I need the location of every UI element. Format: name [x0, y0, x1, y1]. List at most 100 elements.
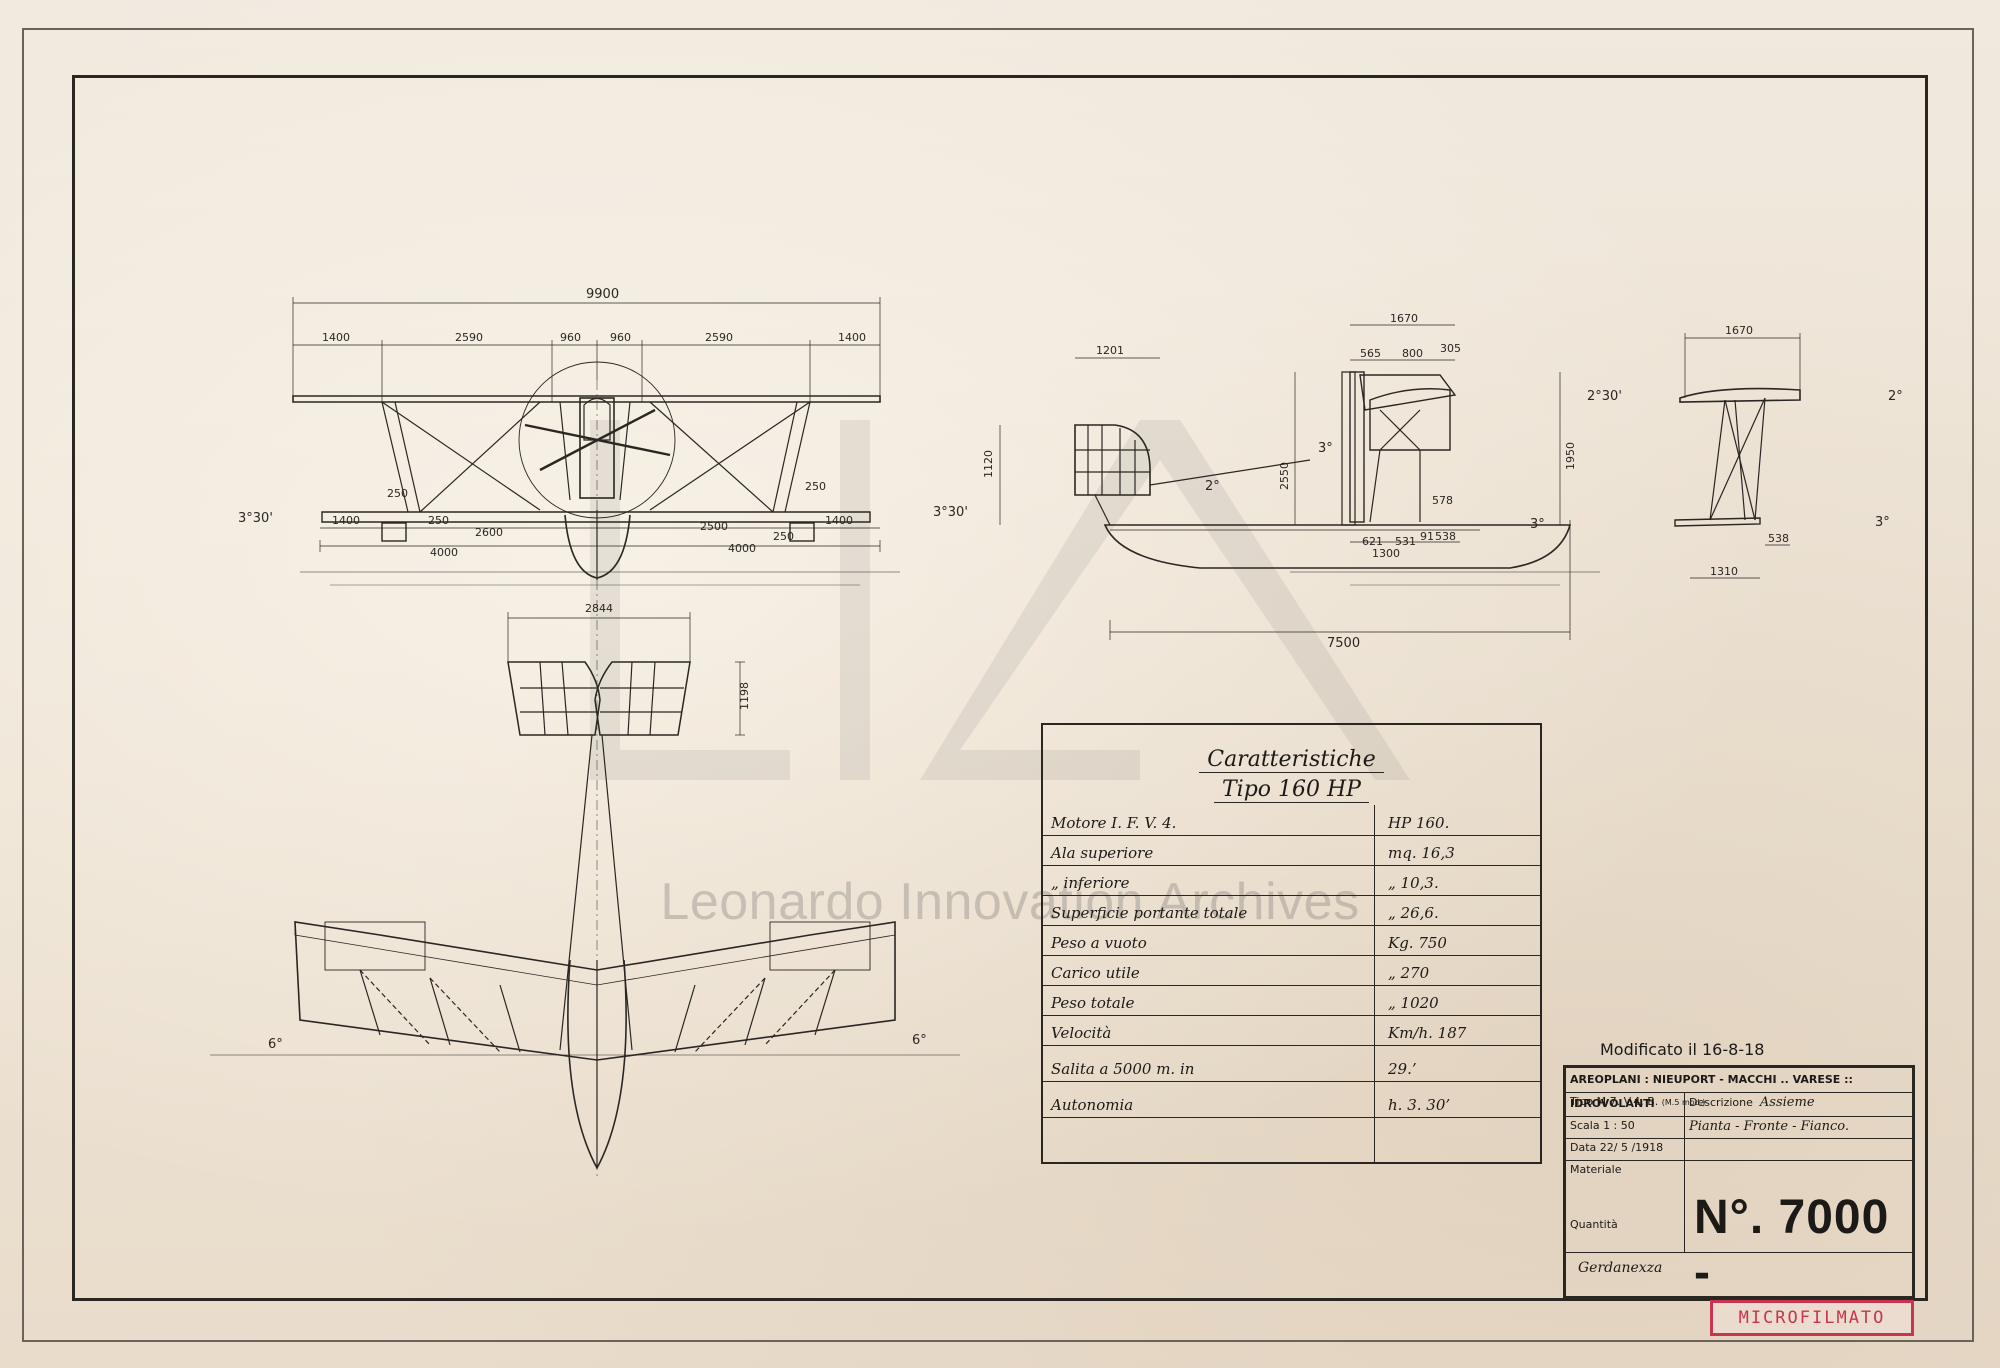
data-date: Data 22/ 5 /1918	[1570, 1141, 1664, 1154]
row-value: „ 1020	[1388, 994, 1439, 1012]
row-label: Motore I. F. V. 4.	[1051, 814, 1177, 832]
row-value: Kg. 750	[1388, 934, 1447, 952]
characteristics-subtitle: Tipo 160 HP	[1213, 777, 1369, 803]
dim-front-track: 4000	[728, 542, 756, 555]
characteristics-table: Caratteristiche Tipo 160 HP Motore I. F.…	[1041, 723, 1542, 1164]
row-label: Peso totale	[1051, 994, 1135, 1012]
dim-rear: 1310	[1710, 565, 1738, 578]
side-view	[1074, 371, 1600, 586]
row-value: Km/h. 187	[1388, 1024, 1467, 1042]
table-divider	[1374, 805, 1375, 1162]
dim-side: 2550	[1278, 462, 1291, 490]
dim-side: 1120	[982, 450, 995, 478]
quantita: Quantità	[1570, 1218, 1618, 1231]
dim-side: 800	[1402, 347, 1423, 360]
dim-side-angle: 3°	[1530, 517, 1545, 532]
dim-rear: 538	[1768, 532, 1789, 545]
front-view	[292, 361, 900, 600]
table-row: Velocità Km/h. 187	[1043, 1015, 1540, 1046]
dim-front-seg: 2590	[705, 331, 733, 344]
dim-side: 1950	[1564, 442, 1577, 470]
scala: Scala 1 : 50	[1570, 1119, 1635, 1132]
dim-side-angle: 2°30'	[1587, 389, 1622, 404]
row-label: Autonomia	[1051, 1096, 1134, 1114]
title-block-header: AREOPLANI : NIEUPORT - MACCHI .. VARESE …	[1566, 1068, 1912, 1110]
dim-front-small: 250	[773, 530, 794, 543]
dim-side-length: 7500	[1327, 636, 1360, 651]
dim-plan: 2844	[585, 602, 613, 615]
descr-label: Descrizione	[1689, 1096, 1753, 1109]
row-value: „ 270	[1388, 964, 1430, 982]
drawing-number: N°. 7000 -	[1694, 1191, 1890, 1299]
characteristics-title: Caratteristiche	[1199, 747, 1384, 773]
dim-plan-angle: 6°	[912, 1033, 927, 1048]
row-label: „ inferiore	[1051, 874, 1130, 892]
dim-side: 91	[1420, 530, 1434, 543]
table-row: Superficie portante totale „ 26,6.	[1043, 895, 1540, 926]
table-row: Peso a vuoto Kg. 750	[1043, 925, 1540, 956]
dim-side: 578	[1432, 494, 1453, 507]
tipo-sub: (M.5 mod.)	[1661, 1098, 1706, 1107]
drawing-frame	[72, 75, 1928, 1301]
dim-front-float: 1400	[825, 514, 853, 527]
rear-dimensions	[1684, 333, 1801, 579]
table-row: Motore I. F. V. 4. HP 160.	[1043, 805, 1540, 836]
table-row: Autonomia h. 3. 30’	[1043, 1081, 1540, 1118]
dim-plan: 1198	[738, 682, 751, 710]
dim-side-angle: 2°	[1205, 479, 1220, 494]
dim-side: 305	[1440, 342, 1461, 355]
row-value: 29.’	[1388, 1060, 1417, 1078]
row-value: HP 160.	[1388, 814, 1450, 832]
dim-front-angle: 3°30'	[933, 505, 968, 520]
microfilm-stamp: MICROFILMATO	[1710, 1300, 1914, 1336]
descr-value: Assieme	[1759, 1095, 1815, 1110]
materiale: Materiale	[1570, 1163, 1622, 1176]
dim-front-float: 1400	[332, 514, 360, 527]
dim-side: 621	[1362, 535, 1383, 548]
dim-front-span: 9900	[586, 287, 619, 302]
signature: Gerdanexza	[1578, 1260, 1663, 1276]
dimension-labels: 9900 1400 2590 960 960 2590 1400 1400 26…	[238, 287, 1903, 1052]
row-label: Peso a vuoto	[1051, 934, 1147, 952]
dim-front-small: 250	[387, 487, 408, 500]
side-dimensions	[999, 324, 1571, 640]
dim-side: 1300	[1372, 547, 1400, 560]
watermark-text: Leonardo Innovation Archives	[660, 873, 1360, 931]
dim-side: 1670	[1390, 312, 1418, 325]
table-row: Ala superiore mq. 16,3	[1043, 835, 1540, 866]
dim-front-small: 250	[805, 480, 826, 493]
plan-view	[210, 600, 960, 1180]
row-label: Ala superiore	[1051, 844, 1154, 862]
dim-side: 531	[1395, 535, 1416, 548]
dim-side: 565	[1360, 347, 1381, 360]
dim-front-small: 250	[428, 514, 449, 527]
dim-front-seg: 2590	[455, 331, 483, 344]
plan-dimensions	[507, 612, 745, 736]
dim-front-angle: 3°30'	[238, 511, 273, 526]
dim-front-seg: 1400	[322, 331, 350, 344]
row-value: „ 10,3.	[1388, 874, 1439, 892]
row-value: h. 3. 30’	[1388, 1096, 1451, 1114]
dim-rear-angle: 3°	[1875, 515, 1890, 530]
dim-side: 538	[1435, 530, 1456, 543]
dim-side-angle: 3°	[1318, 441, 1333, 456]
tipo-label: Tipo M 7. V.4. B.	[1570, 1095, 1659, 1108]
row-value: „ 26,6.	[1388, 904, 1439, 922]
row-label: Salita a 5000 m. in	[1051, 1060, 1195, 1078]
title-block: AREOPLANI : NIEUPORT - MACCHI .. VARESE …	[1563, 1065, 1915, 1299]
dim-front-track: 4000	[430, 546, 458, 559]
dim-rear-angle: 2°	[1888, 389, 1903, 404]
front-dimensions	[292, 297, 881, 552]
table-row: Carico utile „ 270	[1043, 955, 1540, 986]
dim-front-seg: 960	[560, 331, 581, 344]
dim-front-float: 2600	[475, 526, 503, 539]
dim-plan-angle: 6°	[268, 1037, 283, 1052]
dim-front-seg: 960	[610, 331, 631, 344]
outer-frame	[22, 28, 1974, 1342]
rear-view	[1674, 387, 1801, 527]
header-text: AREOPLANI : NIEUPORT - MACCHI .. VARESE …	[1570, 1073, 1853, 1110]
modified-note: Modificato il 16-8-18	[1600, 1040, 1765, 1059]
dim-rear: 1670	[1725, 324, 1753, 337]
